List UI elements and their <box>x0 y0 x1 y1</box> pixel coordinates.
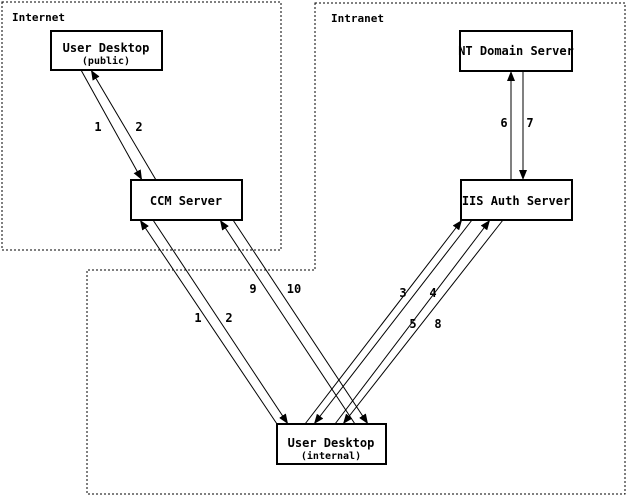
edge-iis-to-internal-desktop-step8 <box>342 219 504 425</box>
step-label-1-internal: 1 <box>194 311 201 325</box>
edge-internal-desktop-to-iis-step3 <box>304 219 463 425</box>
step-label-2-public: 2 <box>135 120 142 134</box>
step-label-9: 9 <box>249 282 256 296</box>
nt-domain-server-title: NT Domain Server <box>458 44 574 58</box>
edge-internal-desktop-to-ccm <box>139 219 278 425</box>
ccm-server-title: CCM Server <box>150 194 222 208</box>
user-desktop-public-subtitle: (public) <box>82 55 130 67</box>
step-label-1-public: 1 <box>94 120 101 134</box>
edge-internal-desktop-to-iis-step5 <box>334 219 491 425</box>
step-label-4: 4 <box>429 286 436 300</box>
edge-ccm-to-internal-desktop-step10 <box>232 219 369 425</box>
edge-ccm-to-public-desktop <box>90 69 157 181</box>
step-label-8: 8 <box>434 317 441 331</box>
internet-zone-label: Internet <box>12 11 65 24</box>
user-desktop-public-box <box>50 30 163 71</box>
user-desktop-internal-subtitle: (internal) <box>301 450 361 462</box>
step-label-5: 5 <box>409 317 416 331</box>
step-label-6: 6 <box>500 116 507 130</box>
nt-domain-server-box <box>459 30 573 72</box>
node-nt-domain-server: NT Domain Server <box>458 30 574 72</box>
node-user-desktop-internal: User Desktop (internal) <box>276 423 387 465</box>
node-user-desktop-public: User Desktop (public) <box>50 30 163 71</box>
step-label-7: 7 <box>526 116 533 130</box>
iis-auth-server-box <box>460 179 573 221</box>
internet-zone-border <box>1 1 282 251</box>
intranet-zone-label: Intranet <box>331 12 384 25</box>
edge-ccm-to-internal-desktop <box>152 219 289 425</box>
iis-auth-server-title: IIS Auth Server <box>462 194 570 208</box>
intranet-zone-border <box>86 2 626 495</box>
node-ccm-server: CCM Server <box>130 179 243 221</box>
node-iis-auth-server: IIS Auth Server <box>460 179 573 221</box>
edge-public-desktop-to-ccm <box>80 69 143 181</box>
ccm-server-box <box>130 179 243 221</box>
step-label-3: 3 <box>399 286 406 300</box>
user-desktop-internal-box <box>276 423 387 465</box>
user-desktop-internal-title: User Desktop <box>288 436 375 450</box>
user-desktop-public-title: User Desktop <box>63 41 150 55</box>
edge-internal-desktop-to-ccm-step9 <box>219 219 356 425</box>
edge-iis-to-internal-desktop-step4 <box>313 219 473 425</box>
step-label-2-internal: 2 <box>225 311 232 325</box>
step-label-10: 10 <box>287 282 301 296</box>
